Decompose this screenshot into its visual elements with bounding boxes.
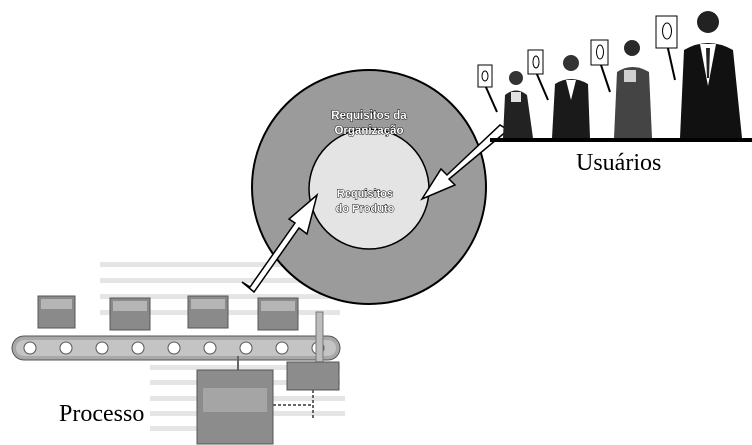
users-to-product-arrow bbox=[420, 124, 510, 201]
person bbox=[655, 11, 742, 138]
person bbox=[590, 39, 652, 138]
process-label: Processo bbox=[59, 401, 144, 427]
person bbox=[477, 64, 533, 138]
product-requirements-label-line2: do Produto bbox=[336, 203, 395, 215]
organization-requirements-label-line1: Requisitos da bbox=[331, 110, 407, 122]
conveyor-belt bbox=[11, 335, 341, 361]
product-box bbox=[109, 297, 151, 331]
organization-requirements-label-line2: Organização bbox=[334, 125, 403, 137]
product-requirements-label-line1: Requisitos bbox=[337, 188, 393, 200]
users-label: Usuários bbox=[576, 150, 661, 176]
process-to-product-arrow bbox=[241, 192, 319, 294]
product-box bbox=[187, 295, 229, 329]
classification-station bbox=[196, 356, 274, 445]
product-box bbox=[257, 297, 299, 331]
process-illustration bbox=[11, 262, 345, 445]
diverter-box bbox=[273, 361, 340, 418]
person bbox=[527, 49, 590, 138]
users-illustration bbox=[477, 11, 752, 142]
product-box bbox=[37, 295, 76, 329]
